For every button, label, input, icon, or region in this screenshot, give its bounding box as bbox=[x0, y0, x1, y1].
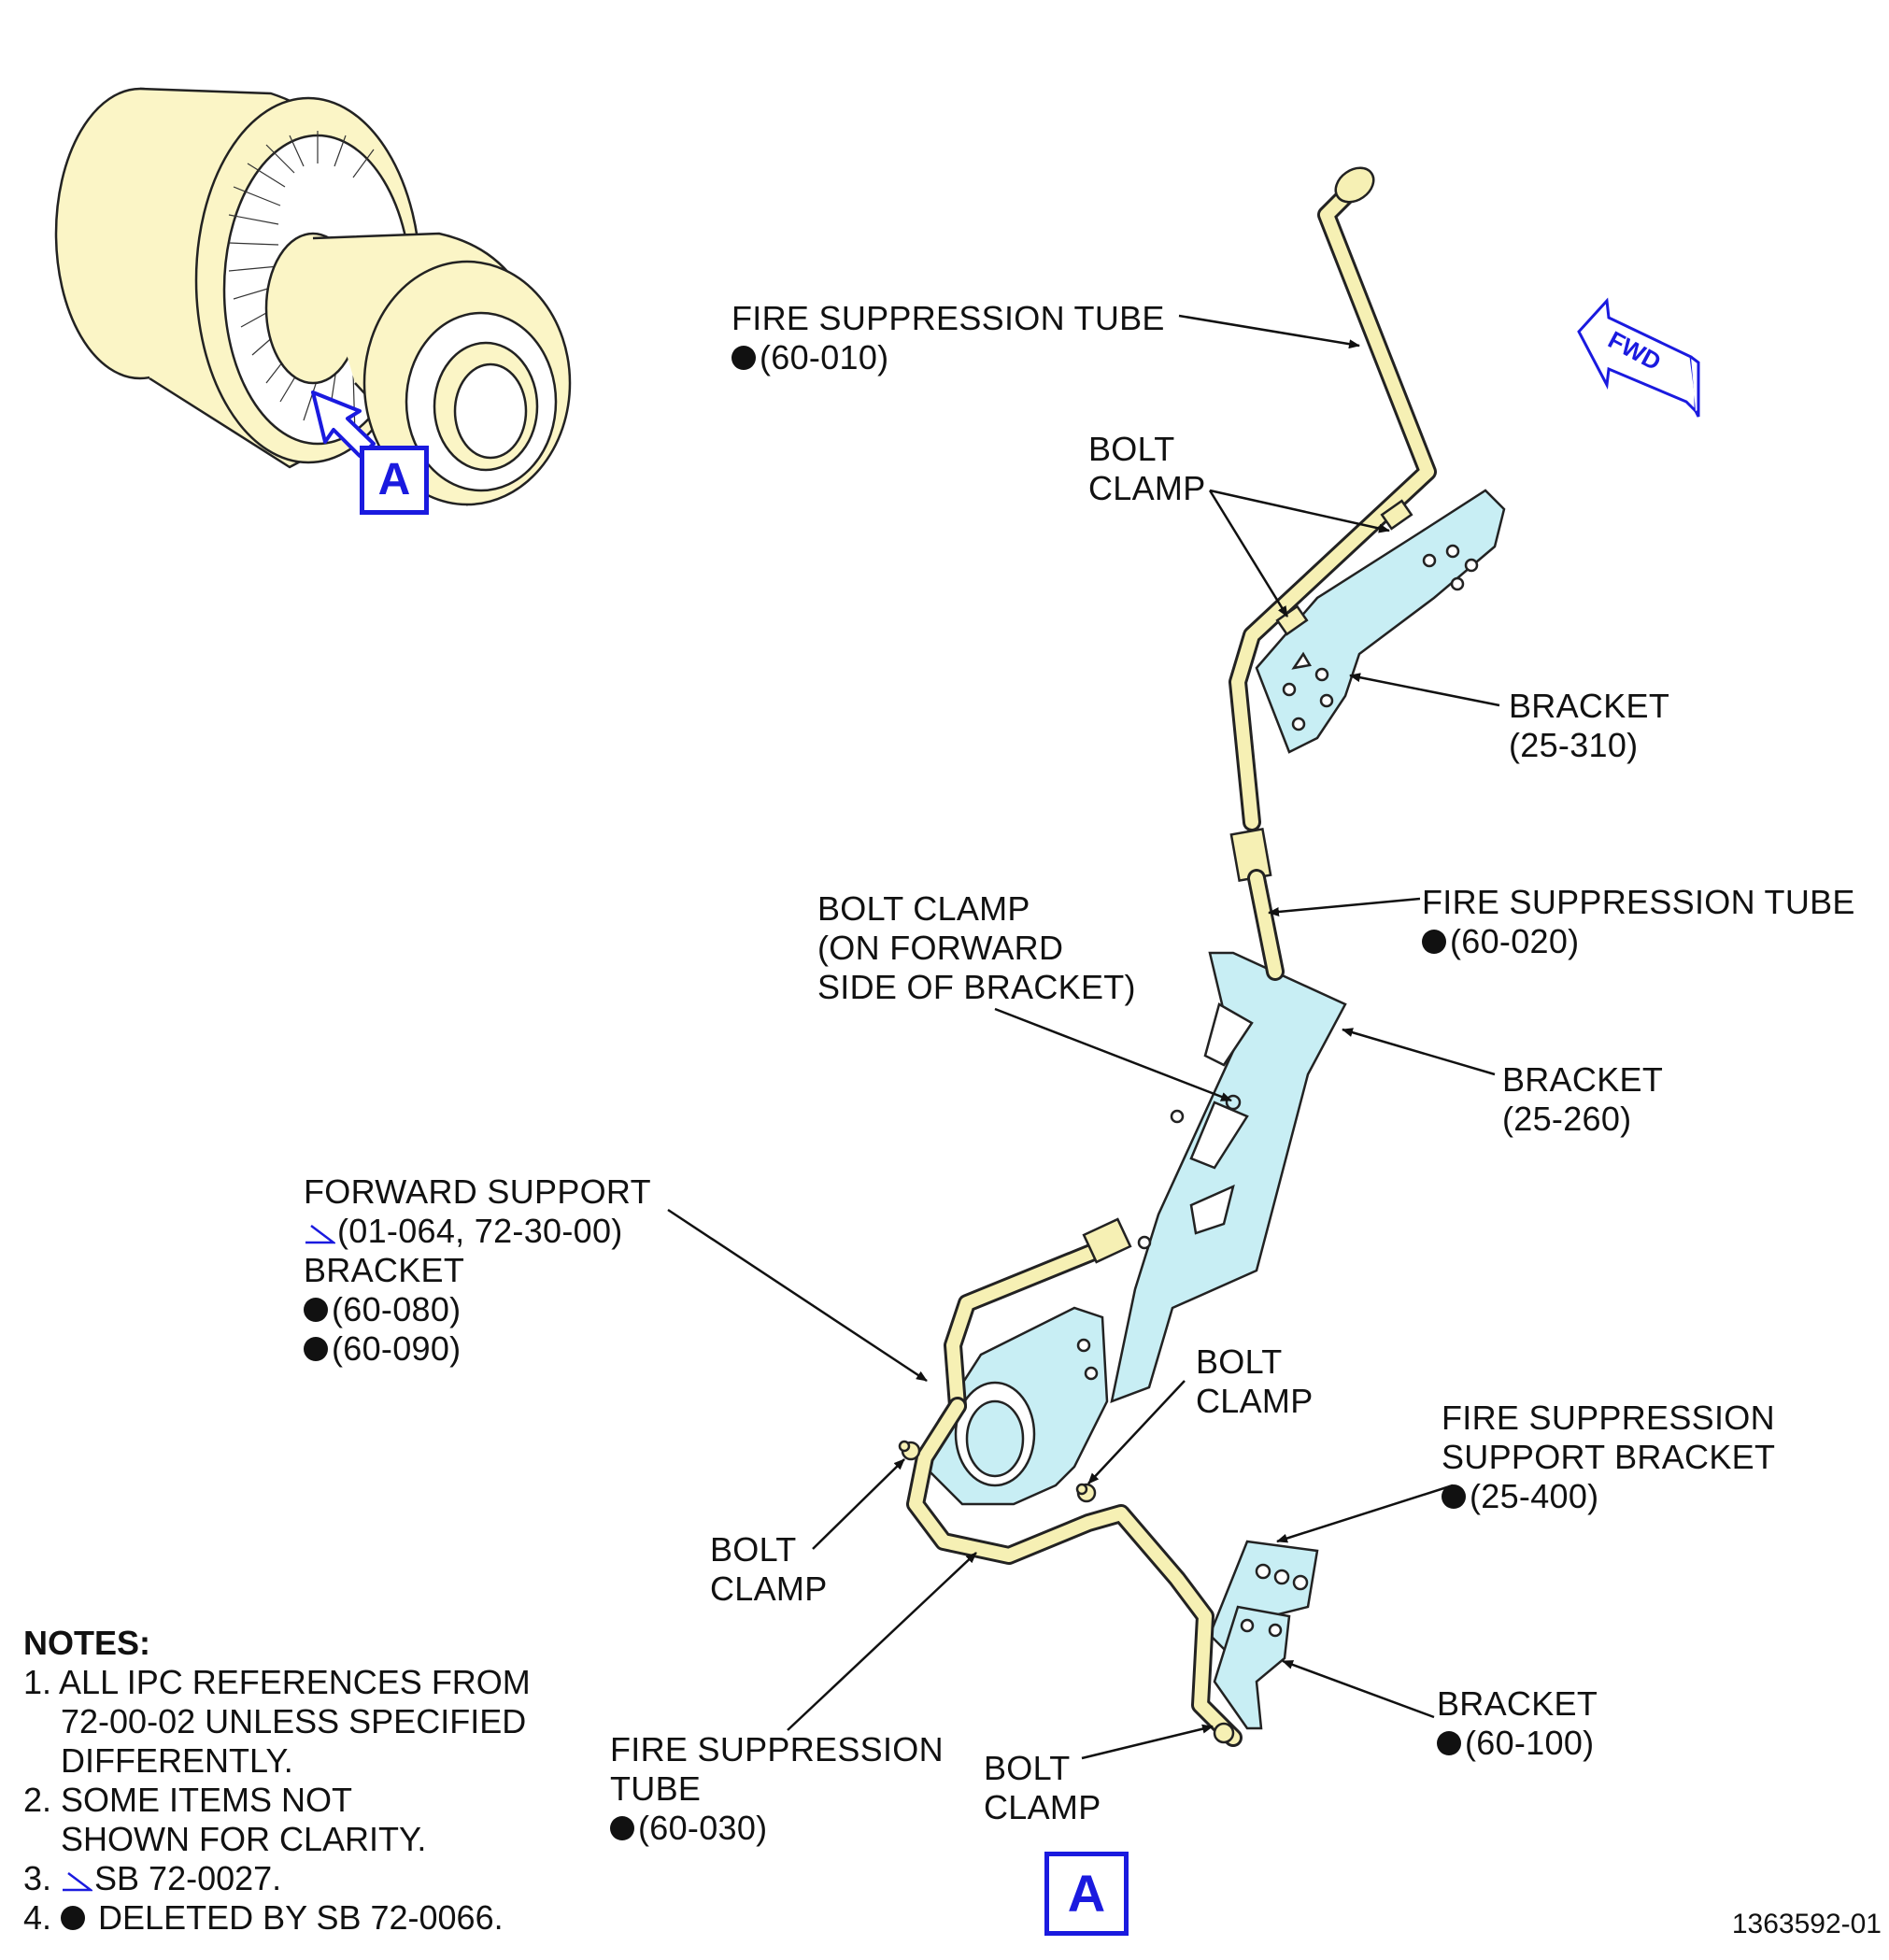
forward-support-bracket bbox=[923, 1306, 1109, 1506]
deleted-dot-icon bbox=[731, 346, 756, 371]
leader-lines bbox=[667, 314, 1500, 1760]
deleted-dot-icon bbox=[304, 1337, 328, 1362]
deleted-dot-icon bbox=[1437, 1731, 1461, 1756]
deleted-dot-icon bbox=[304, 1298, 328, 1323]
label-bracket-25-310: BRACKET (25-310) bbox=[1509, 687, 1670, 764]
view-a-callout-engine: A bbox=[360, 446, 429, 515]
note-2-line-1: 2. SOME ITEMS NOT bbox=[23, 1781, 353, 1819]
fwd-arrow: FWD bbox=[1577, 297, 1700, 418]
label-bolt-clamp-top: BOLT CLAMP bbox=[1088, 430, 1206, 507]
bracket-25-310 bbox=[1255, 489, 1506, 754]
sb-marker-icon bbox=[304, 1224, 335, 1244]
bracket-25-260 bbox=[1110, 951, 1347, 1403]
note-1-line-2: 72-00-02 UNLESS SPECIFIED bbox=[61, 1702, 527, 1740]
label-bolt-clamp-mid: BOLT CLAMP bbox=[1196, 1342, 1314, 1420]
label-bolt-clamp-forward-side: BOLT CLAMP (ON FORWARD SIDE OF BRACKET) bbox=[817, 889, 1136, 1006]
note-2-line-2: SHOWN FOR CLARITY. bbox=[61, 1820, 427, 1858]
bracket-60-100 bbox=[1213, 1605, 1291, 1730]
view-a-callout-detail: A bbox=[1044, 1852, 1129, 1936]
deleted-dot-icon bbox=[61, 1906, 86, 1931]
tube-60-030 bbox=[906, 1397, 1243, 1747]
deleted-dot-icon bbox=[1422, 930, 1446, 955]
note-1-line-1: 1. ALL IPC REFERENCES FROM bbox=[23, 1663, 531, 1701]
note-1-line-3: DIFFERENTLY. bbox=[61, 1741, 293, 1780]
tube-60-010 bbox=[1229, 187, 1437, 831]
label-forward-support-bracket: FORWARD SUPPORT (01-064, 72-30-00) BRACK… bbox=[304, 1172, 651, 1368]
drawing-number: 1363592-01 bbox=[1731, 1909, 1882, 1939]
label-bracket-25-260: BRACKET (25-260) bbox=[1502, 1060, 1664, 1138]
note-3: 3. SB 72-0027. bbox=[23, 1859, 282, 1897]
label-bolt-clamp-left: BOLT CLAMP bbox=[710, 1530, 828, 1608]
deleted-dot-icon bbox=[610, 1816, 634, 1841]
tube-union-fitting bbox=[1082, 1217, 1132, 1264]
tube-60-020 bbox=[944, 869, 1285, 1415]
label-fire-suppression-tube-60-030: FIRE SUPPRESSION TUBE (60-030) bbox=[610, 1730, 944, 1847]
label-fire-suppression-support-bracket: FIRE SUPPRESSION SUPPORT BRACKET (25-400… bbox=[1442, 1399, 1776, 1515]
label-fire-suppression-tube-60-020: FIRE SUPPRESSION TUBE (60-020) bbox=[1422, 883, 1855, 960]
label-fire-suppression-tube-60-010: FIRE SUPPRESSION TUBE (60-010) bbox=[731, 299, 1165, 376]
sb-marker-icon bbox=[61, 1871, 93, 1892]
deleted-dot-icon bbox=[1442, 1484, 1466, 1510]
notes-title: NOTES: bbox=[23, 1624, 151, 1662]
bolt-clamps bbox=[898, 499, 1413, 1744]
notes-block: NOTES: 1. ALL IPC REFERENCES FROM 72-00-… bbox=[23, 1624, 531, 1938]
label-bracket-60-100: BRACKET (60-100) bbox=[1437, 1684, 1598, 1762]
note-4: 4. DELETED BY SB 72-0066. bbox=[23, 1898, 504, 1937]
engine-overview bbox=[54, 87, 572, 506]
label-bolt-clamp-bottom: BOLT CLAMP bbox=[984, 1749, 1101, 1826]
